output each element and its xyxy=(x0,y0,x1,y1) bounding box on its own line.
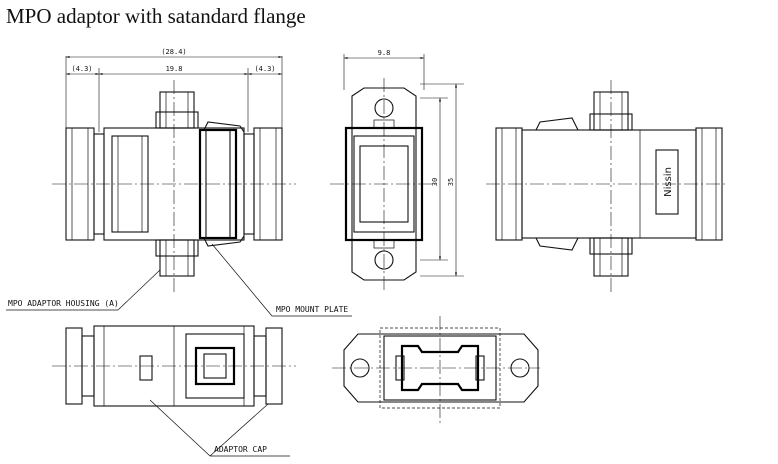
dim-middle: 19.8 xyxy=(166,65,183,73)
top-view xyxy=(52,325,296,407)
end-view xyxy=(332,316,540,424)
brand-label: Nissin xyxy=(663,167,674,197)
diagram-title: MPO adaptor with satandard flange xyxy=(6,4,306,28)
side-view-right: Nissin xyxy=(486,80,726,292)
dim-overall: (28.4) xyxy=(161,48,186,56)
side-view: (28.4) (4.3) 19.8 (4.3) xyxy=(52,48,296,292)
dim-right-flange: (4.3) xyxy=(254,65,275,73)
label-mount-plate: MPO MOUNT PLATE xyxy=(276,305,348,314)
label-housing: MPO ADAPTOR HOUSING (A) xyxy=(8,299,119,308)
dim-height-inner: 30 xyxy=(431,178,439,186)
dim-height-outer: 35 xyxy=(447,178,455,186)
callouts: MPO ADAPTOR HOUSING (A) MPO MOUNT PLATE … xyxy=(6,243,352,457)
dim-left-flange: (4.3) xyxy=(71,65,92,73)
front-view: 9.8 30 35 xyxy=(330,49,464,290)
dim-front-width: 9.8 xyxy=(378,49,391,57)
label-cap: ADAPTOR CAP xyxy=(214,445,267,454)
